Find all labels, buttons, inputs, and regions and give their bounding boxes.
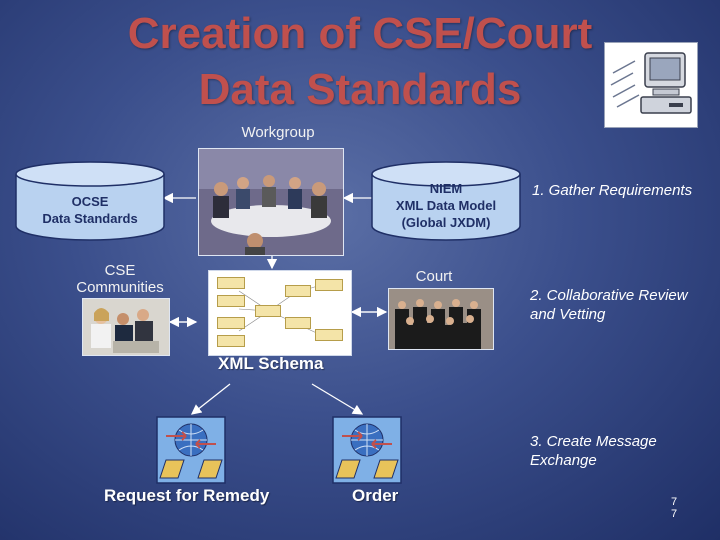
step-3-line-1: 3. Create Message bbox=[530, 433, 657, 450]
step-3-line-2: Exchange bbox=[530, 452, 597, 469]
page-number-bottom: 7 bbox=[670, 508, 678, 520]
order-label: Order bbox=[352, 486, 399, 505]
arrow-schema-to-request bbox=[190, 383, 231, 415]
niem-database-icon bbox=[371, 161, 521, 241]
slide-title: Creation of CSE/Court Data Standards bbox=[110, 6, 610, 118]
step-2-line-1: 2. Collaborative Review bbox=[530, 287, 688, 304]
niem-label: NIEM XML Data Model (Global JXDM) bbox=[370, 180, 522, 231]
schema-node bbox=[217, 295, 245, 307]
page-number: 7 7 bbox=[668, 496, 680, 520]
title-line-1: Creation of CSE/Court bbox=[127, 9, 593, 58]
court-label: Court bbox=[415, 268, 453, 285]
step-2-line-2: and Vetting bbox=[530, 306, 606, 323]
schema-node bbox=[315, 279, 343, 291]
xml-schema-label: XML Schema bbox=[218, 354, 324, 373]
step-3: 3. Create Message Exchange bbox=[530, 432, 710, 470]
niem-line-3: (Global JXDM) bbox=[401, 215, 491, 230]
arrow-schema-to-order bbox=[311, 383, 364, 415]
step-2: 2. Collaborative Review and Vetting bbox=[530, 286, 710, 324]
workgroup-photo bbox=[198, 148, 344, 256]
title-line-2: Data Standards bbox=[198, 65, 522, 114]
schema-node bbox=[217, 277, 245, 289]
message-exchange-icon bbox=[156, 416, 226, 484]
schema-node bbox=[255, 305, 281, 317]
schema-node bbox=[285, 285, 311, 297]
xml-schema-diagram bbox=[208, 270, 352, 356]
cse-line-1: CSE bbox=[104, 262, 136, 279]
step-1: 1. Gather Requirements bbox=[532, 181, 712, 200]
cse-communities-photo bbox=[82, 298, 170, 356]
computer-icon bbox=[604, 42, 698, 128]
message-exchange-icon bbox=[332, 416, 402, 484]
schema-node bbox=[217, 317, 245, 329]
niem-line-1: NIEM bbox=[429, 181, 463, 196]
workgroup-label: Workgroup bbox=[241, 124, 315, 141]
ocse-database-icon bbox=[15, 161, 165, 241]
cse-line-2: Communities bbox=[76, 279, 164, 296]
cse-communities-label: CSE Communities bbox=[66, 262, 174, 296]
ocse-line-1: OCSE bbox=[71, 194, 109, 209]
ocse-line-2: Data Standards bbox=[42, 211, 138, 226]
niem-line-2: XML Data Model bbox=[395, 198, 497, 213]
schema-node bbox=[217, 335, 245, 347]
step-1-line-1: 1. Gather Requirements bbox=[532, 182, 693, 199]
request-for-remedy-label: Request for Remedy bbox=[104, 486, 270, 505]
schema-node bbox=[285, 317, 311, 329]
page-number-top: 7 bbox=[670, 496, 678, 508]
schema-node bbox=[315, 329, 343, 341]
court-photo bbox=[388, 288, 494, 350]
ocse-label: OCSE Data Standards bbox=[14, 193, 166, 227]
